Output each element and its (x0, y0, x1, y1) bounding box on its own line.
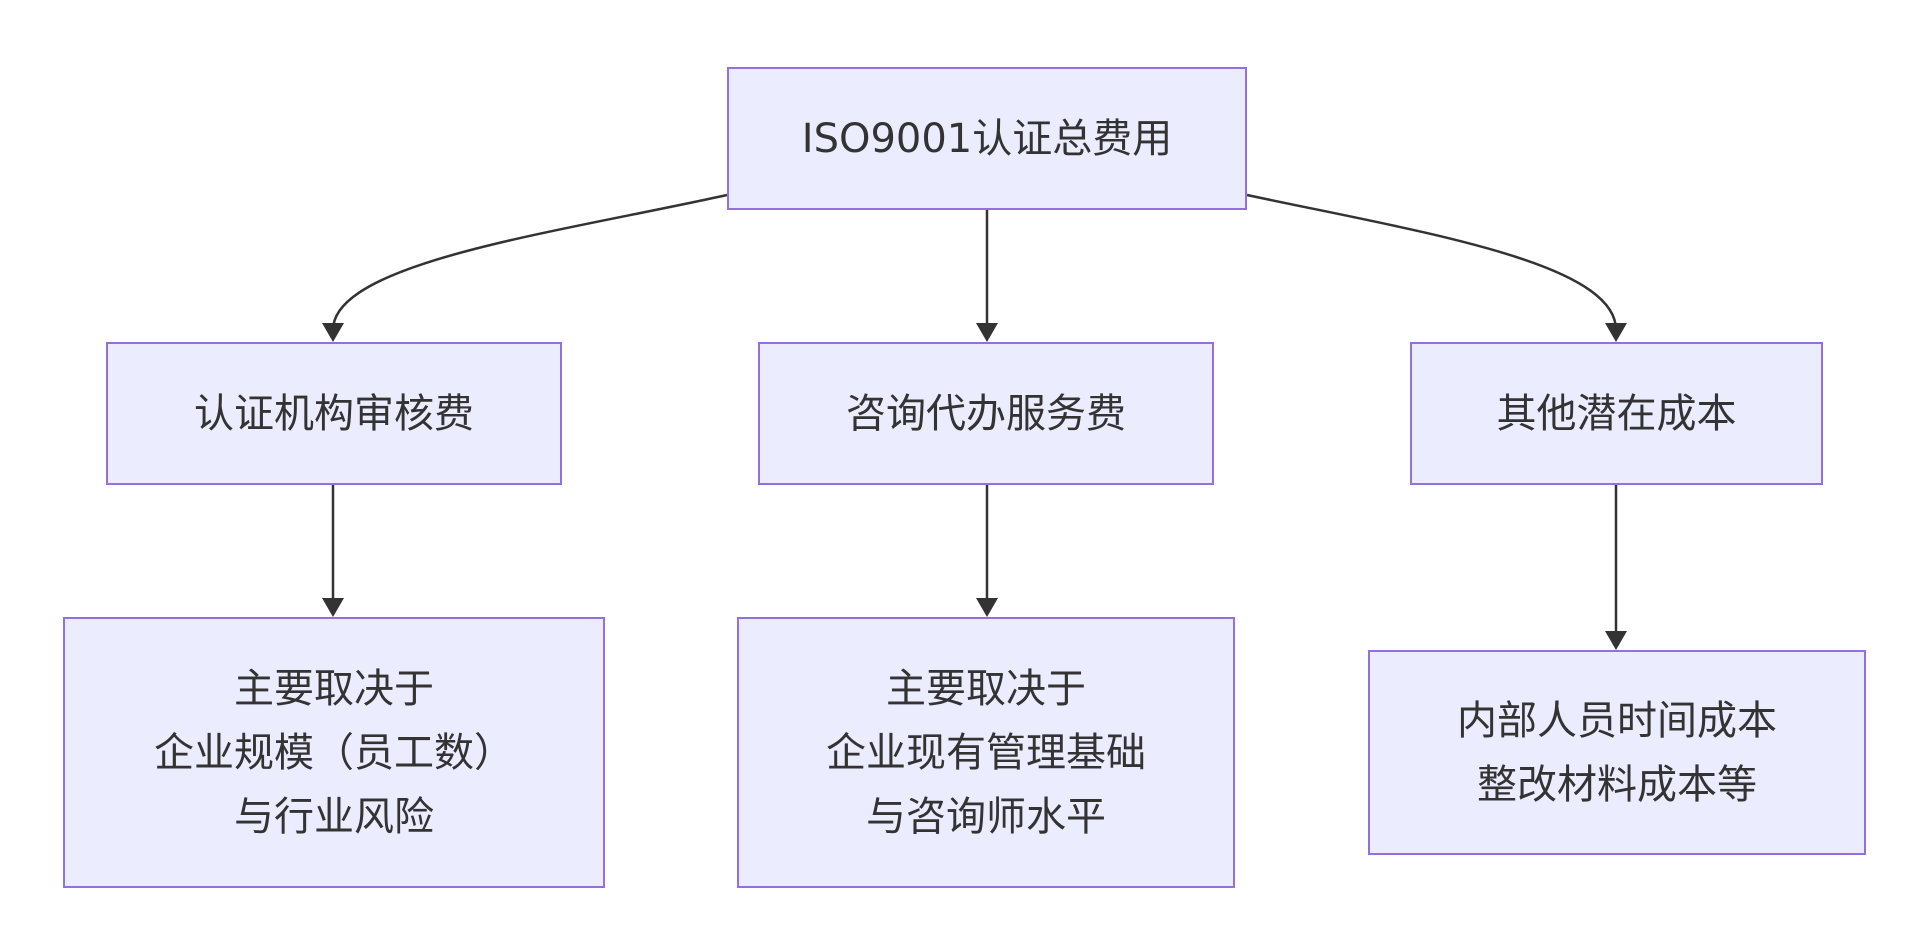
arrowhead-audit (322, 323, 344, 342)
arrowhead-other-detail (1605, 631, 1627, 650)
node-other-costs-detail: 内部人员时间成本 整改材料成本等 (1368, 650, 1866, 855)
node-audit-fee: 认证机构审核费 (106, 342, 562, 485)
consult-detail-line-2: 企业现有管理基础 (826, 729, 1146, 776)
node-consulting-fee-detail: 主要取决于 企业现有管理基础 与咨询师水平 (737, 617, 1235, 888)
node-other-costs-label: 其他潜在成本 (1496, 390, 1737, 437)
arrowhead-other (1605, 323, 1627, 342)
node-consulting-fee-label: 咨询代办服务费 (846, 390, 1126, 437)
consult-detail-line-1: 主要取决于 (886, 665, 1086, 712)
arrowhead-consult-detail (976, 598, 998, 617)
other-detail-line-1: 内部人员时间成本 (1457, 697, 1777, 744)
node-audit-fee-label: 认证机构审核费 (194, 390, 474, 437)
audit-detail-line-2: 企业规模（员工数） (154, 729, 514, 776)
node-audit-fee-detail: 主要取决于 企业规模（员工数） 与行业风险 (63, 617, 605, 888)
arrowhead-consult (976, 323, 998, 342)
edge-root-to-other (1246, 193, 1618, 331)
audit-detail-line-1: 主要取决于 (234, 665, 434, 712)
node-other-costs: 其他潜在成本 (1410, 342, 1823, 485)
node-total-cost-label: ISO9001认证总费用 (801, 115, 1173, 162)
node-consulting-fee: 咨询代办服务费 (758, 342, 1214, 485)
node-total-cost: ISO9001认证总费用 (727, 67, 1247, 210)
arrowhead-audit-detail (322, 598, 344, 617)
audit-detail-line-3: 与行业风险 (234, 793, 434, 840)
edge-root-to-audit (331, 193, 728, 338)
other-detail-line-2: 整改材料成本等 (1477, 761, 1757, 808)
consult-detail-line-3: 与咨询师水平 (866, 793, 1106, 840)
